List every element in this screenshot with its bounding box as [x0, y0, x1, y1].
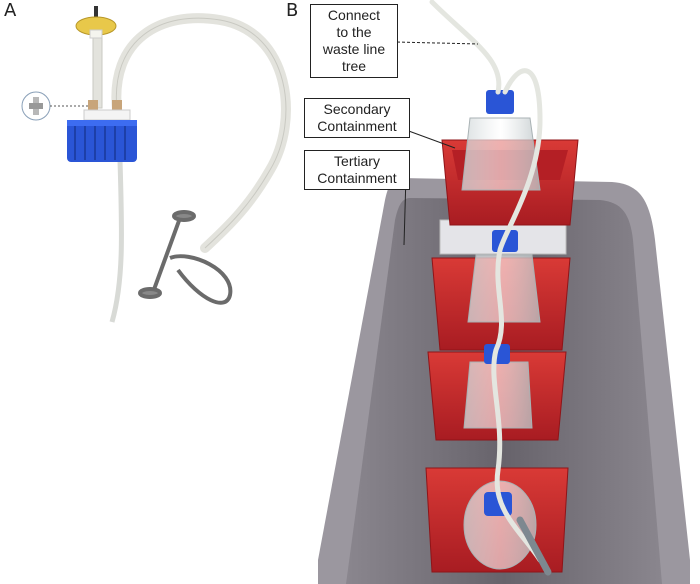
- leader-waste-line: [396, 41, 479, 45]
- callout-waste-line-text: waste line: [322, 41, 386, 57]
- bottle-1: [461, 90, 541, 191]
- pinch-clamp: [138, 210, 233, 305]
- panel-b-label: B: [286, 0, 299, 21]
- callout-secondary-text: Secondary: [323, 101, 391, 117]
- callout-waste-line-text: tree: [341, 58, 367, 74]
- callout-tertiary-text: Tertiary: [334, 153, 380, 169]
- panel-a-label: A: [4, 0, 17, 21]
- callout-waste-line: Connect to the waste line tree: [310, 4, 398, 78]
- bottle-cap: [67, 109, 137, 162]
- callout-waste-line-text: Connect: [327, 7, 381, 23]
- panel-b-illustration: [318, 0, 690, 584]
- waste-tubing: [429, 0, 543, 563]
- callout-tertiary-text: Containment: [317, 170, 397, 186]
- panel-a-illustration: [21, 6, 291, 323]
- fitting-inset: [21, 91, 88, 121]
- callout-waste-line-text: to the: [336, 24, 372, 40]
- callout-tertiary-containment: Tertiary Containment: [304, 150, 410, 190]
- leader-secondary: [405, 129, 456, 149]
- callout-secondary-containment: Secondary Containment: [304, 98, 410, 138]
- syringe-filter: [75, 6, 117, 39]
- callout-secondary-text: Containment: [317, 118, 397, 134]
